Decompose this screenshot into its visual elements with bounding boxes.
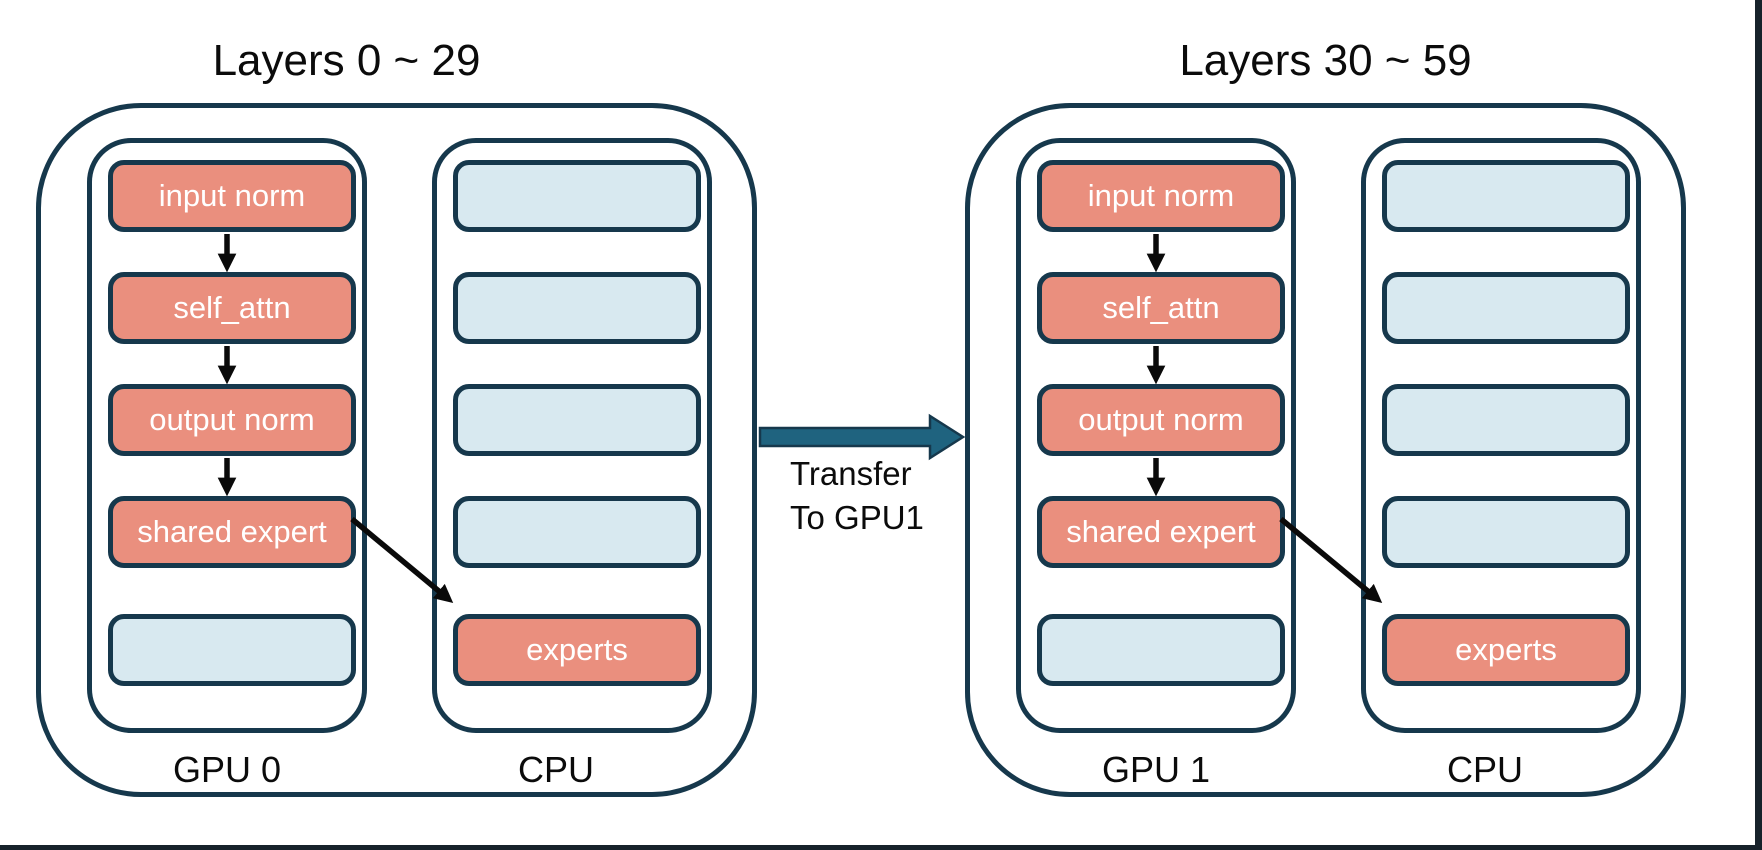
layer-group-right: Layers 30 ~ 59 input norm self_attn outp… xyxy=(965,0,1686,850)
transfer-label-line2: To GPU1 xyxy=(790,499,924,536)
module-box-input-norm: input norm xyxy=(108,160,356,232)
transfer-label: Transfer To GPU1 xyxy=(790,452,924,540)
module-box-empty xyxy=(1382,384,1630,456)
module-box-empty xyxy=(453,384,701,456)
transfer-label-line1: Transfer xyxy=(790,455,912,492)
module-box-experts: experts xyxy=(453,614,701,686)
right-border-line xyxy=(1755,0,1762,850)
module-box-self-attn: self_attn xyxy=(1037,272,1285,344)
cpu-column-right: experts xyxy=(1361,138,1641,733)
cpu-label-right: CPU xyxy=(1446,749,1523,790)
module-box-empty xyxy=(453,496,701,568)
module-box-empty xyxy=(1382,160,1630,232)
module-box-experts: experts xyxy=(1382,614,1630,686)
bottom-border-line xyxy=(0,845,1762,850)
module-box-shared-expert: shared expert xyxy=(108,496,356,568)
gpu1-label: GPU 1 xyxy=(1101,749,1211,790)
group-title-left: Layers 0 ~ 29 xyxy=(212,36,481,85)
module-box-shared-expert: shared expert xyxy=(1037,496,1285,568)
module-box-empty xyxy=(1037,614,1285,686)
module-box-output-norm: output norm xyxy=(1037,384,1285,456)
cpu-column-left: experts xyxy=(432,138,712,733)
gpu0-column: input norm self_attn output norm shared … xyxy=(87,138,367,733)
group-title-right: Layers 30 ~ 59 xyxy=(1179,36,1472,85)
module-box-output-norm: output norm xyxy=(108,384,356,456)
layer-group-left: Layers 0 ~ 29 input norm self_attn outpu… xyxy=(36,0,757,850)
gpu1-column: input norm self_attn output norm shared … xyxy=(1016,138,1296,733)
module-box-empty xyxy=(453,272,701,344)
module-box-empty xyxy=(108,614,356,686)
module-box-input-norm: input norm xyxy=(1037,160,1285,232)
module-box-self-attn: self_attn xyxy=(108,272,356,344)
cpu-label-left: CPU xyxy=(517,749,594,790)
module-box-empty xyxy=(1382,272,1630,344)
module-box-empty xyxy=(453,160,701,232)
gpu0-label: GPU 0 xyxy=(172,749,282,790)
module-box-empty xyxy=(1382,496,1630,568)
